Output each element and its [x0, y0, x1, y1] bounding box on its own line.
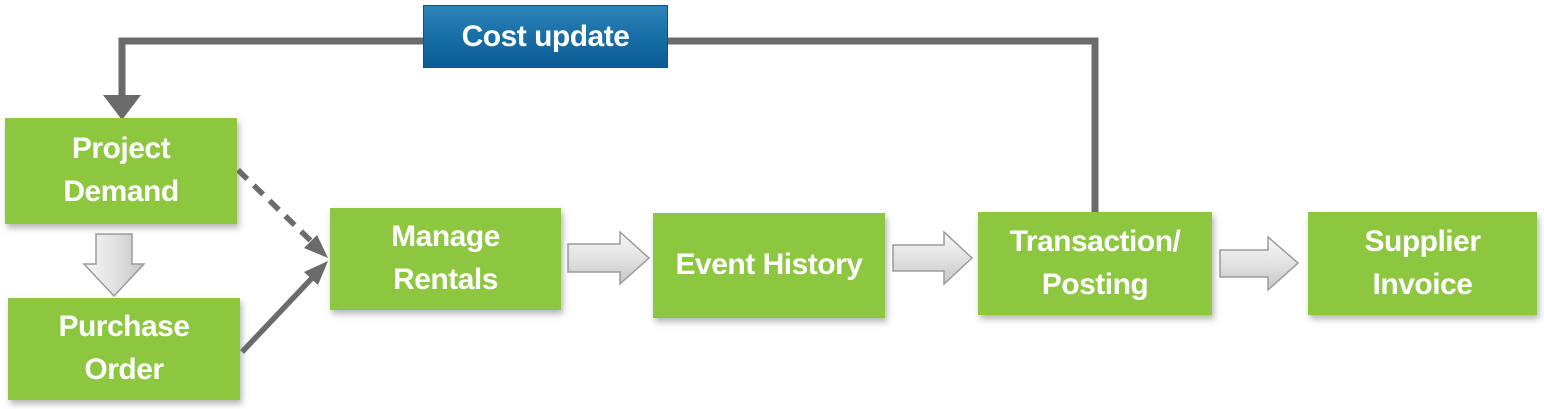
- block-arrow-demand-to-purchase-icon: [82, 233, 146, 298]
- node-manage-rentals: Manage Rentals: [330, 208, 561, 310]
- node-manage-rentals-label: Manage Rentals: [391, 220, 500, 296]
- node-event-history-label: Event History: [675, 248, 863, 282]
- dashed-arrowhead-icon: [304, 235, 328, 258]
- block-arrow-transaction-to-invoice-icon: [1219, 235, 1300, 292]
- dashed-arrow-project-demand-to-manage-rentals: [236, 168, 313, 243]
- solid-arrow-purchase-order-to-manage-rentals: [240, 274, 316, 354]
- node-purchase-order-label: Purchase Order: [58, 310, 190, 386]
- block-arrow-history-to-transaction-icon: [892, 230, 974, 286]
- node-project-demand: Project Demand: [5, 118, 237, 224]
- node-project-demand-label: Project Demand: [63, 132, 179, 208]
- node-transaction-posting-label: Transaction/ Posting: [1009, 224, 1181, 301]
- node-purchase-order: Purchase Order: [8, 298, 240, 400]
- arrowhead-into-project-demand-icon: [103, 95, 141, 120]
- node-transaction-posting: Transaction/ Posting: [978, 212, 1212, 315]
- block-arrow-rentals-to-history-icon: [567, 230, 651, 286]
- node-supplier-invoice-label: Supplier Invoice: [1364, 224, 1481, 301]
- banner-cost-update: Cost update: [423, 5, 668, 68]
- solid-arrowhead-icon: [304, 261, 328, 285]
- node-event-history: Event History: [653, 213, 885, 318]
- node-supplier-invoice: Supplier Invoice: [1308, 212, 1537, 315]
- banner-cost-update-label: Cost update: [461, 19, 630, 53]
